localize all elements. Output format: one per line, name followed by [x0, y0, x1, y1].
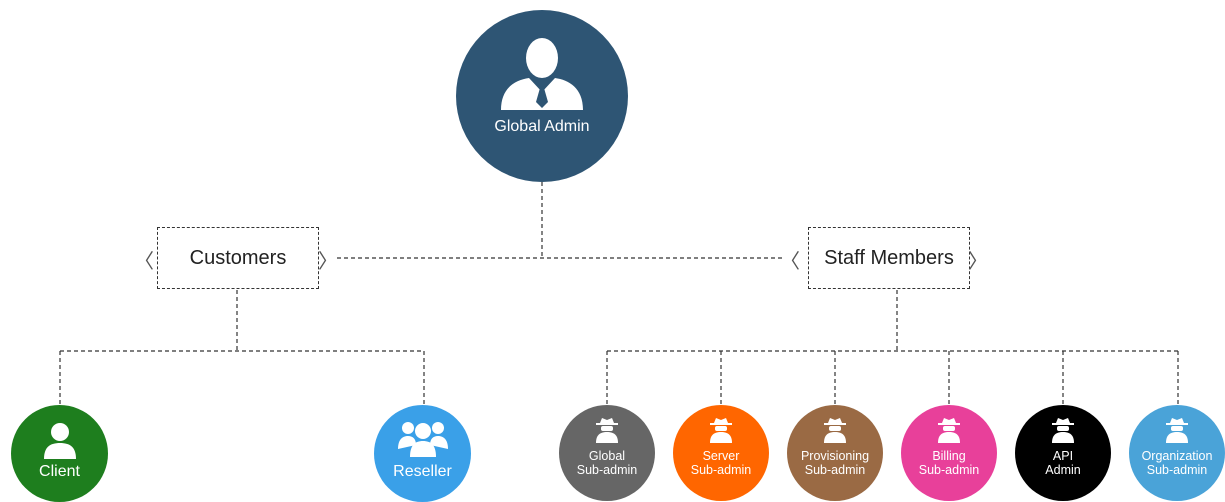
api-admin-label-line1: API — [1052, 449, 1074, 463]
server-subadmin-label-line1: Server — [702, 449, 740, 463]
billing-subadmin-label-line1: Billing — [932, 449, 966, 463]
customers-label: Customers — [189, 246, 287, 269]
customers-right-chevron[interactable]: 〉 — [318, 249, 338, 273]
global-subadmin-node: Global Sub-admin — [559, 405, 655, 501]
staff-members-box[interactable]: Staff Members — [808, 227, 970, 289]
reseller-node: Reseller — [374, 405, 471, 502]
spy-icon — [710, 418, 732, 443]
global-admin-label: Global Admin — [494, 118, 590, 135]
server-subadmin-node: Server Sub-admin — [673, 405, 769, 501]
server-subadmin-label-line2: Sub-admin — [690, 463, 752, 477]
organization-subadmin-label-line2: Sub-admin — [1146, 463, 1208, 477]
spy-icon — [596, 418, 618, 443]
spy-icon — [824, 418, 846, 443]
spy-icon — [1166, 418, 1188, 443]
group-icon — [397, 422, 448, 457]
reseller-label: Reseller — [393, 463, 452, 480]
admin-user-icon — [501, 38, 583, 110]
spy-icon — [1052, 418, 1074, 443]
api-admin-node: API Admin — [1015, 405, 1111, 501]
client-node: Client — [11, 405, 108, 502]
provisioning-subadmin-label-line1: Provisioning — [800, 449, 870, 463]
global-admin-node: Global Admin — [456, 10, 628, 182]
customers-box[interactable]: Customers — [157, 227, 319, 289]
staff-right-chevron[interactable]: 〉 — [968, 249, 988, 273]
client-label: Client — [39, 463, 80, 480]
provisioning-subadmin-label-line2: Sub-admin — [804, 463, 866, 477]
billing-subadmin-node: Billing Sub-admin — [901, 405, 997, 501]
billing-subadmin-label-line2: Sub-admin — [918, 463, 980, 477]
organization-subadmin-label-line1: Organization — [1141, 449, 1213, 463]
customers-left-chevron[interactable]: 〈 — [134, 249, 154, 273]
api-admin-label-line2: Admin — [1045, 463, 1081, 477]
staff-members-label: Staff Members — [824, 246, 954, 269]
global-subadmin-label-line1: Global — [588, 449, 626, 463]
spy-icon — [938, 418, 960, 443]
provisioning-subadmin-node: Provisioning Sub-admin — [787, 405, 883, 501]
global-subadmin-label-line2: Sub-admin — [576, 463, 638, 477]
user-icon — [43, 423, 76, 459]
organization-subadmin-node: Organization Sub-admin — [1129, 405, 1225, 501]
staff-left-chevron[interactable]: 〈 — [780, 249, 800, 273]
